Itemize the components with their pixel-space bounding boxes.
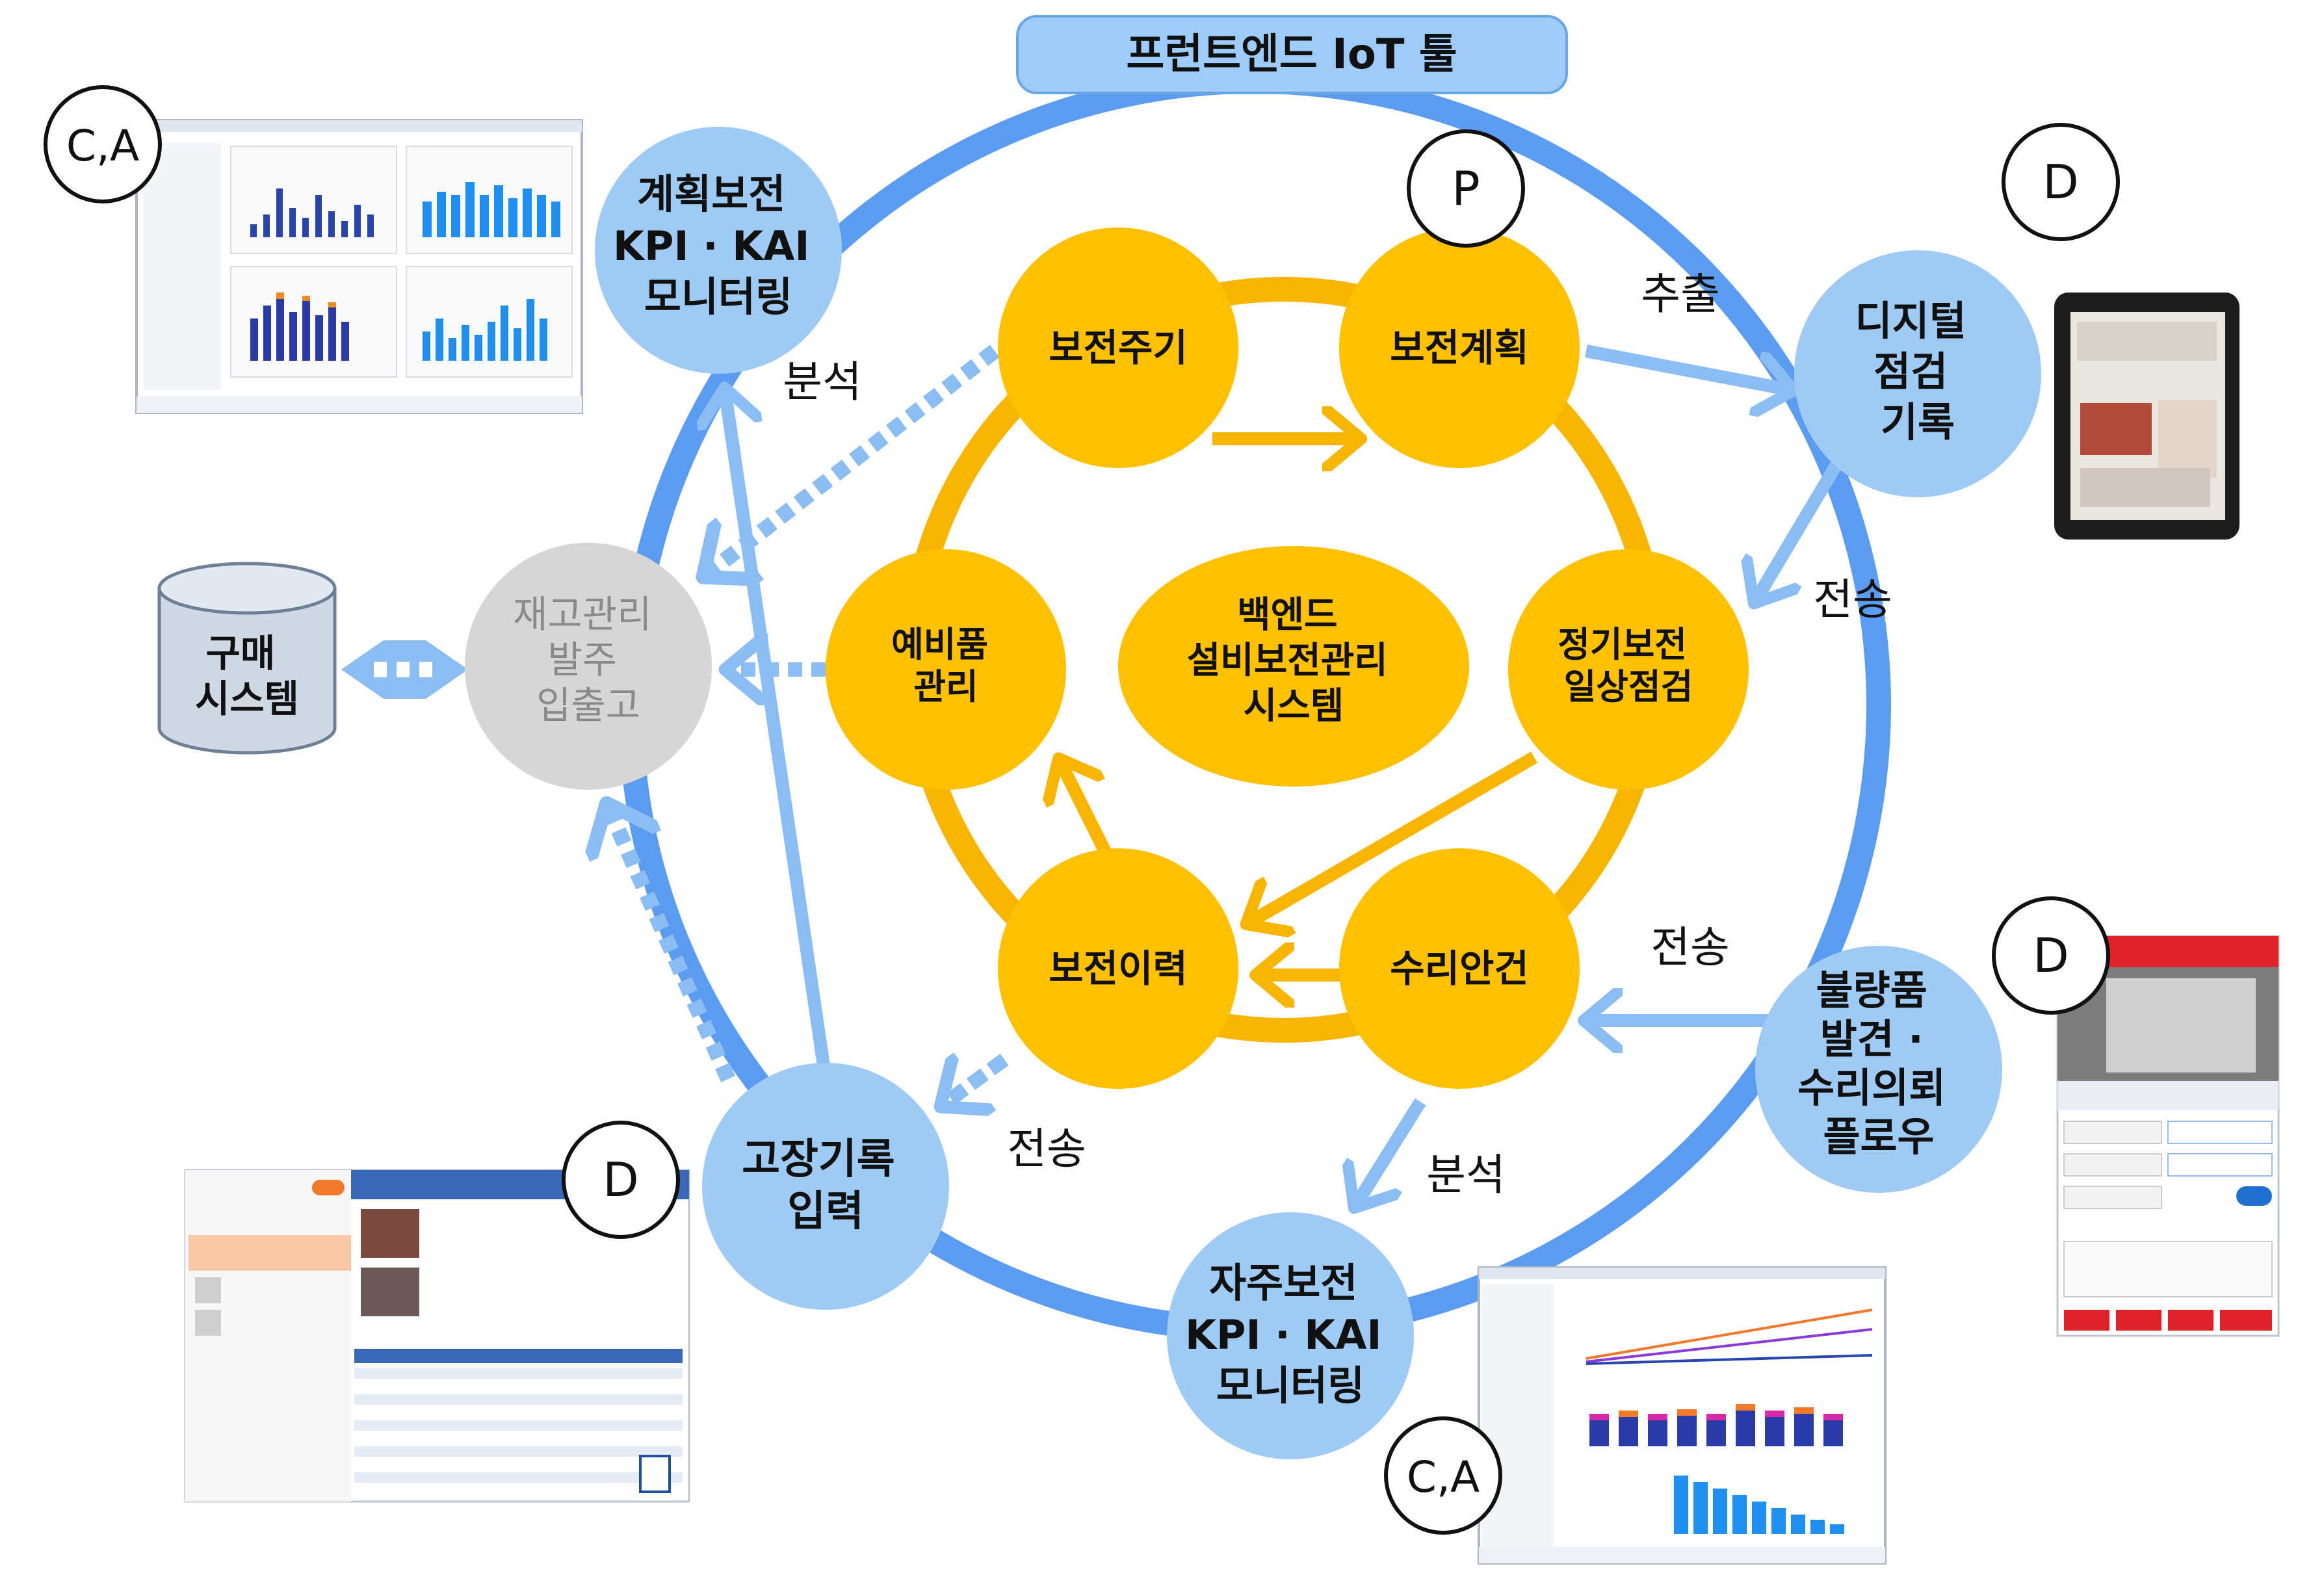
kpi-plan-line-1: 계획보전 xyxy=(637,170,785,218)
badge-d-failure: D xyxy=(562,1121,680,1239)
svg-text:고장기록 입력: 고장기록 입력 xyxy=(742,1136,909,1236)
arrow-history-to-spare xyxy=(1060,761,1111,855)
arrow-failure-to-kpi-plan xyxy=(725,390,832,1080)
arrow-digital-to-regular xyxy=(1755,461,1842,601)
label-extract: 추출 xyxy=(1641,269,1719,319)
inventory-line-1: 재고관리 xyxy=(513,592,651,636)
arrow-failure-history xyxy=(943,1060,1009,1105)
node-maintenance-history: 보전이력 xyxy=(998,848,1238,1089)
center-line-2: 설비보전관리 xyxy=(1187,640,1388,682)
link-inventory-purchase xyxy=(341,640,468,699)
svg-text:재고관리 발주 입출고: 재고관리 발주 입출고 xyxy=(513,592,664,727)
badge-d-tablet-label: D xyxy=(2043,155,2078,209)
badge-ca-bottom: C,A xyxy=(1384,1416,1502,1535)
node-repair-case: 수리안건 xyxy=(1339,848,1580,1089)
arrow-failure-to-inventory xyxy=(608,806,735,1082)
inventory-line-2: 발주 xyxy=(547,638,617,682)
center-line-3: 시스템 xyxy=(1244,685,1344,727)
failure-line-2: 입력 xyxy=(787,1188,864,1236)
center-line-1: 백엔드 xyxy=(1237,594,1338,636)
node-maintenance-cycle-label: 보전주기 xyxy=(1049,326,1187,370)
label-analysis-auto: 분석 xyxy=(1426,1150,1505,1200)
node-maintenance-plan: 보전계획 xyxy=(1339,228,1580,468)
node-digital-inspection: 디지털 점검 기록 xyxy=(1794,250,2041,497)
node-history-label: 보전이력 xyxy=(1049,946,1187,991)
node-defect-repair-flow: 불량품 발견 · 수리의뢰 플로우 xyxy=(1755,946,2002,1193)
defect-line-4: 플로우 xyxy=(1823,1113,1934,1160)
node-repair-case-label: 수리안건 xyxy=(1390,946,1528,991)
arrow-regular-to-history xyxy=(1248,751,1538,923)
digital-line-2: 점검 xyxy=(1874,348,1948,395)
purchase-line-2: 시스템 xyxy=(195,677,299,721)
kpi-auto-line-2: KPI · KAI xyxy=(1185,1311,1381,1359)
dashboard-screenshot-bottom xyxy=(1478,1266,1887,1565)
node-regular-line-1: 정기보전 xyxy=(1558,624,1687,665)
tablet-device-image xyxy=(2054,293,2239,540)
purchase-system-database-icon: 구매 시스템 xyxy=(157,562,337,755)
purchase-line-1: 구매 xyxy=(206,631,276,675)
svg-text:불량품 발견 · 수리의뢰: 불량품 발견 · 수리의뢰 플로우 xyxy=(1797,967,1960,1160)
badge-d-tablet: D xyxy=(2002,123,2120,241)
defect-line-2: 발견 · xyxy=(1820,1015,1924,1063)
failure-line-1: 고장기록 xyxy=(742,1136,895,1184)
failure-record-app-screenshot xyxy=(184,1169,690,1503)
node-regular-line-2: 일상점검 xyxy=(1564,666,1693,707)
node-spare-line-2: 관리 xyxy=(913,666,978,707)
header-pill: 프런트엔드 IoT 툴 xyxy=(1016,15,1568,94)
digital-line-1: 디지털 xyxy=(1855,297,1966,345)
badge-ca-top-label: C,A xyxy=(66,121,139,171)
badge-ca-bottom-label: C,A xyxy=(1407,1452,1480,1502)
svg-text:정기보전 일상점검: 정기보전 일상점검 xyxy=(1558,624,1699,707)
defect-line-3: 수리의뢰 xyxy=(1797,1064,1946,1112)
node-kpi-plan: 계획보전 KPI · KAI 모니터링 xyxy=(595,127,842,374)
svg-text:백엔드 설비보전관리 시스템: 백엔드 설비보전관리 시스템 xyxy=(1187,594,1401,727)
inventory-line-3: 입출고 xyxy=(536,683,640,727)
arrow-repair-to-kpi-auto xyxy=(1355,1098,1426,1206)
svg-text:자주보전 KPI · KAI 모니터: 자주보전 KPI · KAI 모니터링 xyxy=(1185,1259,1396,1409)
svg-text:예비품 관리: 예비품 관리 xyxy=(891,624,1000,707)
node-failure-record: 고장기록 입력 xyxy=(702,1063,949,1310)
kpi-auto-line-1: 자주보전 xyxy=(1209,1259,1357,1307)
node-spare-line-1: 예비품 xyxy=(891,624,988,665)
svg-text:구매 시스템: 구매 시스템 xyxy=(195,631,299,721)
svg-text:계획보전 KPI · KAI 모니터: 계획보전 KPI · KAI 모니터링 xyxy=(613,170,824,320)
badge-p: P xyxy=(1407,129,1525,248)
node-regular-maintenance: 정기보전 일상점검 xyxy=(1508,549,1749,790)
svg-text:디지털 점검 기록: 디지털 점검 기록 xyxy=(1855,297,1981,446)
node-inventory: 재고관리 발주 입출고 xyxy=(465,543,712,790)
digital-line-3: 기록 xyxy=(1881,398,1955,446)
kpi-plan-line-3: 모니터링 xyxy=(644,273,792,320)
node-maintenance-cycle: 보전주기 xyxy=(998,228,1238,468)
arrow-cycle-to-inventory xyxy=(705,345,1000,575)
kpi-plan-line-2: KPI · KAI xyxy=(613,222,809,270)
defect-line-1: 불량품 xyxy=(1816,967,1927,1014)
center-backend-system: 백엔드 설비보전관리 시스템 xyxy=(1118,546,1469,787)
badge-ca-top: C,A xyxy=(44,85,162,203)
badge-d-phone: D xyxy=(1992,896,2110,1015)
label-send-defect: 전송 xyxy=(1651,922,1729,972)
phone-app-screenshot xyxy=(2056,935,2280,1337)
node-spare-parts: 예비품 관리 xyxy=(826,549,1066,790)
label-analysis-plan: 분석 xyxy=(783,357,861,407)
badge-p-label: P xyxy=(1452,161,1480,216)
badge-d-failure-label: D xyxy=(603,1152,638,1207)
badge-d-phone-label: D xyxy=(2033,928,2069,983)
header-title: 프런트엔드 IoT 툴 xyxy=(1126,31,1457,79)
kpi-auto-line-3: 모니터링 xyxy=(1216,1362,1364,1409)
node-kpi-autonomous: 자주보전 KPI · KAI 모니터링 xyxy=(1167,1212,1414,1459)
label-send-failure: 전송 xyxy=(1007,1124,1086,1174)
dashboard-screenshot-top xyxy=(135,119,583,414)
label-send-digital: 전송 xyxy=(1813,575,1892,625)
node-maintenance-plan-label: 보전계획 xyxy=(1390,326,1528,370)
arrow-plan-to-digital xyxy=(1585,345,1791,390)
